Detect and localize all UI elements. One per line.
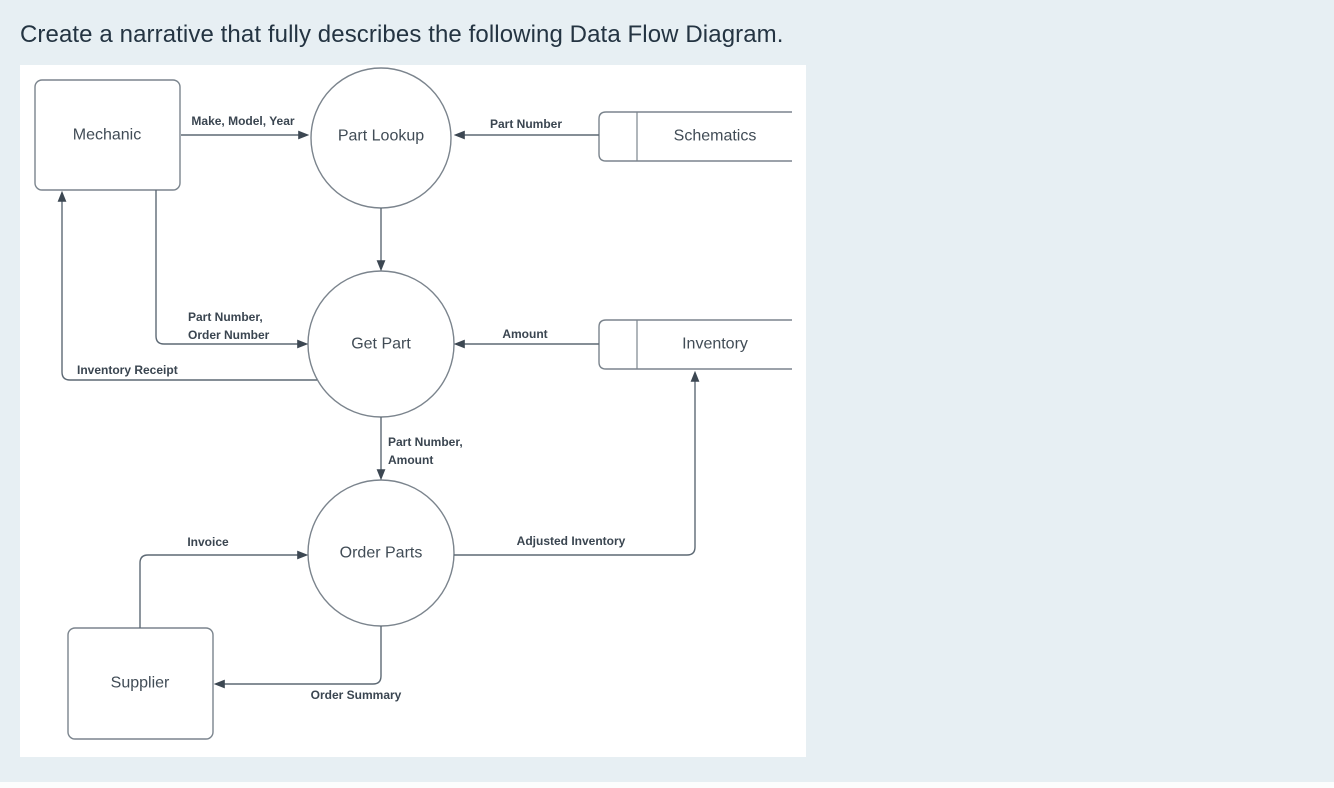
flow-order-summary (213, 626, 382, 689)
diagram-panel: Mechanic Supplier Part Lookup Get Part O… (20, 65, 806, 757)
bottom-strip (0, 782, 1334, 788)
process-get-part-label: Get Part (351, 336, 411, 353)
flow-label-order-summary: Order Summary (311, 688, 402, 702)
store-inventory-label: Inventory (682, 336, 748, 353)
flow-label-amount: Amount (502, 327, 547, 341)
store-schematics (598, 111, 792, 162)
flow-label-part-number: Part Number (490, 117, 562, 131)
process-part-lookup-label: Part Lookup (338, 128, 424, 145)
flow-label-invoice: Invoice (187, 535, 229, 549)
entity-supplier-label: Supplier (111, 675, 170, 692)
dfd-flows (57, 130, 700, 689)
flow-label-make-model-year: Make, Model, Year (191, 114, 294, 128)
entity-mechanic (34, 79, 181, 191)
flow-invoice (139, 550, 309, 628)
page-title: Create a narrative that fully describes … (20, 21, 784, 48)
flow-inventory-receipt (57, 190, 317, 381)
flow-part-number-order-number (155, 190, 309, 349)
dfd-shapes: Mechanic Supplier Part Lookup Get Part O… (34, 67, 792, 740)
flow-label-adjusted-inventory: Adjusted Inventory (517, 534, 626, 548)
flow-label-inventory-receipt: Inventory Receipt (77, 363, 178, 377)
entity-mechanic-label: Mechanic (73, 127, 141, 144)
dfd-flow-labels: Make, Model, Year Part Number Part Numbe… (77, 114, 626, 702)
store-schematics-label: Schematics (674, 128, 757, 145)
flow-label-part-number-amount: Part Number, Amount (388, 435, 466, 467)
flow-label-part-number-order-number: Part Number, Order Number (188, 310, 270, 342)
flow-adjusted-inventory (454, 370, 700, 556)
process-order-parts-label: Order Parts (340, 545, 423, 562)
data-flow-diagram-image: Mechanic Supplier Part Lookup Get Part O… (34, 67, 792, 740)
